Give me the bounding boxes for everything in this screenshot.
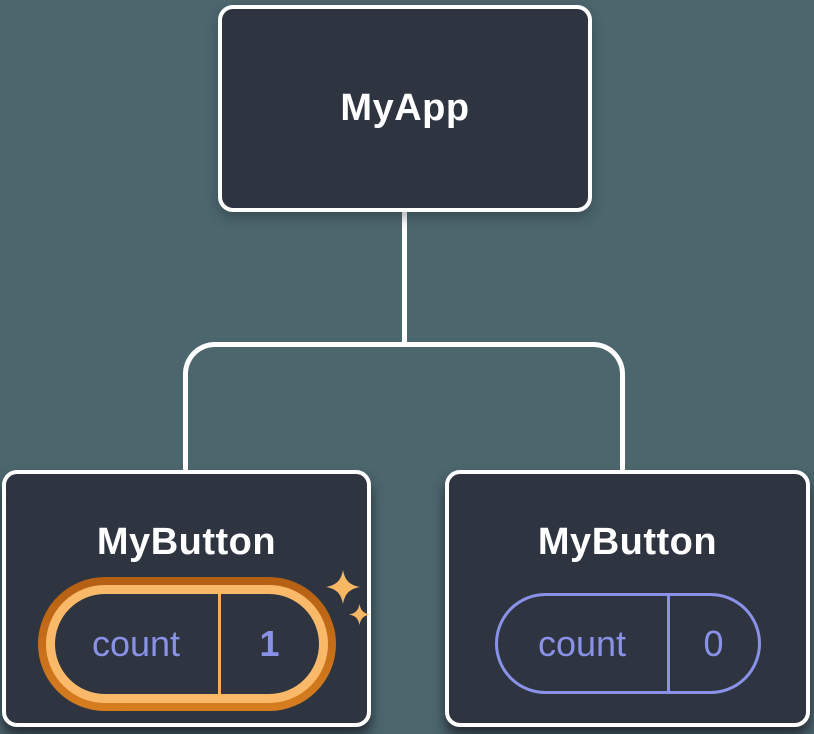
- children-connector-line: [183, 342, 625, 470]
- root-connector-line: [402, 205, 407, 347]
- state-value: 1: [259, 623, 280, 664]
- state-highlight-ring: count 1: [37, 577, 336, 711]
- pill-divider: [666, 596, 670, 691]
- state-name: count: [537, 622, 627, 664]
- node-myapp: MyApp: [218, 5, 592, 212]
- sparkle-icon: [349, 604, 370, 625]
- state-pill-count-1: count 1: [45, 585, 328, 703]
- sparkle-icon: [326, 570, 360, 604]
- node-mybutton-1: MyButton count 1: [2, 470, 371, 727]
- state-name: count: [91, 623, 181, 664]
- state-pill-count-0: count 0: [494, 593, 761, 694]
- node-mybutton-1-label: MyButton: [96, 521, 277, 563]
- pill-divider: [217, 594, 221, 694]
- node-mybutton-2: MyButton count 0: [445, 470, 810, 727]
- node-myapp-label: MyApp: [340, 87, 470, 129]
- node-mybutton-2-label: MyButton: [537, 521, 718, 563]
- state-value: 0: [703, 622, 724, 664]
